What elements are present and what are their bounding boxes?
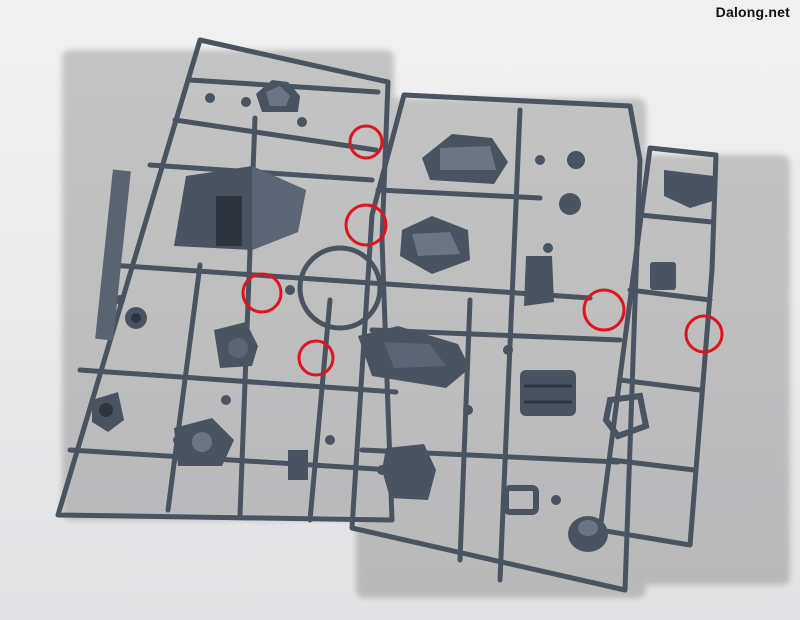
part-thruster-cone bbox=[568, 516, 608, 552]
runner-label-strip bbox=[95, 169, 131, 341]
part-foot-socket bbox=[92, 392, 124, 432]
gate-markers bbox=[241, 124, 724, 377]
gate-marker-2 bbox=[344, 203, 388, 247]
part-round-cover bbox=[174, 418, 234, 466]
site-watermark: Dalong.net bbox=[715, 4, 790, 20]
runner-gate-bumps-left bbox=[115, 93, 335, 445]
runner-frame-right bbox=[597, 145, 719, 548]
gate-marker-6 bbox=[684, 314, 724, 354]
part-shield bbox=[174, 166, 306, 250]
gate-marker-5 bbox=[582, 288, 626, 332]
part-visor bbox=[524, 256, 554, 306]
part-small-link bbox=[288, 450, 308, 480]
part-ring-frame bbox=[503, 485, 539, 515]
part-armor-stack bbox=[520, 370, 576, 416]
part-torso-block bbox=[358, 326, 470, 388]
gate-marker-1 bbox=[348, 124, 384, 160]
part-knee bbox=[214, 322, 258, 368]
part-helmet-lower bbox=[400, 216, 470, 274]
part-helmet-upper bbox=[422, 134, 508, 184]
part-top-bracket bbox=[664, 170, 716, 208]
part-pin-cones bbox=[559, 151, 585, 215]
part-joint-small bbox=[125, 307, 147, 329]
gate-marker-3 bbox=[241, 272, 283, 314]
part-lower-box bbox=[382, 444, 436, 500]
part-frame-joint bbox=[602, 392, 650, 440]
part-head-detail bbox=[256, 80, 300, 112]
gate-marker-4 bbox=[297, 339, 335, 377]
runner-ring bbox=[297, 245, 383, 331]
part-clip bbox=[650, 262, 676, 290]
